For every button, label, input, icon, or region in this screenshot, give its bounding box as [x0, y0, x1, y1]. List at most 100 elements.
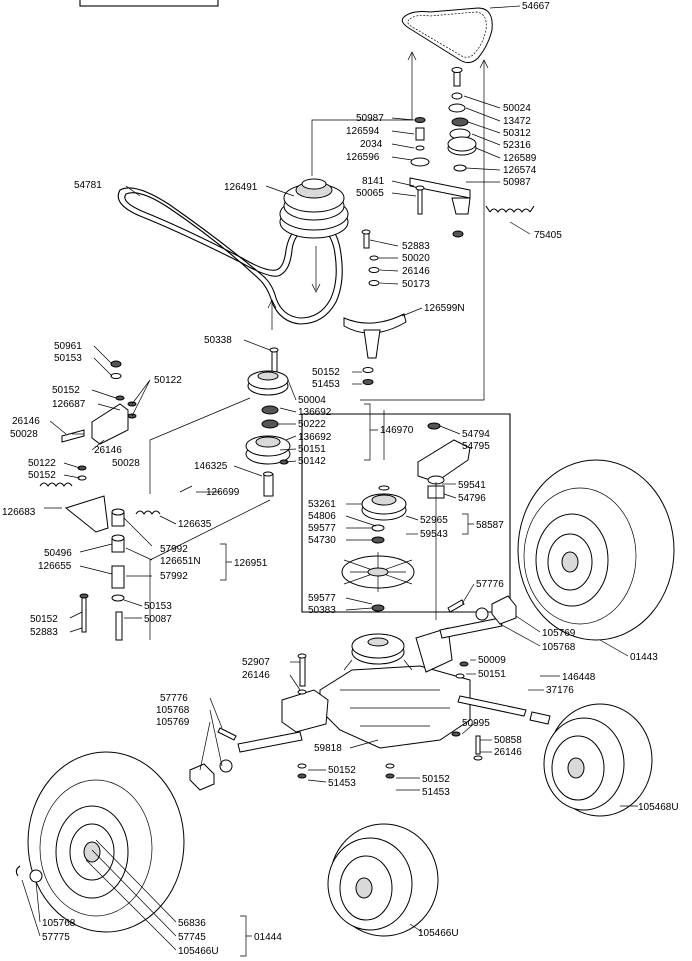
- label-59577-b: 59577: [308, 593, 336, 604]
- belt-54781: [117, 187, 343, 325]
- label-26146-transaxle-right: 26146: [494, 747, 522, 758]
- label-37176: 37176: [546, 685, 574, 696]
- label-01443: 01443: [630, 652, 658, 663]
- fan-54730: [341, 552, 415, 592]
- leader-lines: [21, 5, 638, 957]
- label-105768-bottom: 105768: [42, 918, 76, 929]
- label-146448: 146448: [562, 672, 596, 683]
- label-136692-b: 136692: [298, 432, 332, 443]
- label-50152-center: 50152: [312, 367, 340, 378]
- label-105768-left: 105768: [156, 705, 190, 716]
- label-50858: 50858: [494, 735, 522, 746]
- label-126596: 126596: [346, 152, 380, 163]
- label-50152-trans-right: 50152: [422, 774, 450, 785]
- label-75405: 75405: [534, 230, 562, 241]
- label-8141: 8141: [362, 176, 385, 187]
- label-57745: 57745: [178, 932, 206, 943]
- label-50153-left: 50153: [54, 353, 82, 364]
- label-52965: 52965: [420, 515, 448, 526]
- label-105769-left: 105769: [156, 717, 190, 728]
- label-50122-right: 50122: [154, 375, 182, 386]
- label-126635: 126635: [178, 519, 212, 530]
- label-54795: 54795: [462, 441, 490, 452]
- label-56836: 56836: [178, 918, 206, 929]
- label-52907: 52907: [242, 657, 270, 668]
- tire-01444: [15, 751, 185, 933]
- label-54781: 54781: [74, 180, 102, 191]
- wheel-105466U-bottom: [327, 823, 439, 937]
- center-bolt-stack: [343, 229, 407, 385]
- label-26146-left: 26146: [12, 416, 40, 427]
- label-126491: 126491: [224, 182, 258, 193]
- label-57776-left: 57776: [160, 693, 188, 704]
- pulley-126491: [279, 178, 349, 239]
- left-pulley-stack: [245, 347, 291, 497]
- label-126699: 126699: [206, 487, 240, 498]
- label-126574: 126574: [503, 165, 537, 176]
- label-59818: 59818: [314, 743, 342, 754]
- label-50087: 50087: [144, 614, 172, 625]
- label-54667: 54667: [522, 1, 550, 12]
- label-2034: 2034: [360, 139, 383, 150]
- idler-arm-assembly: [409, 67, 477, 238]
- wheel-105468U: [543, 703, 653, 817]
- label-50987-right: 50987: [503, 177, 531, 188]
- label-57992-b: 57992: [160, 571, 188, 582]
- label-01444: 01444: [254, 932, 282, 943]
- label-126594: 126594: [346, 126, 380, 137]
- label-50961: 50961: [54, 341, 82, 352]
- label-50496: 50496: [44, 548, 72, 559]
- label-50338: 50338: [204, 335, 232, 346]
- label-146325: 146325: [194, 461, 228, 472]
- label-50004: 50004: [298, 395, 326, 406]
- label-105466U-bottom: 105466U: [418, 928, 459, 939]
- label-57776-right: 57776: [476, 579, 504, 590]
- label-50153-lower: 50153: [144, 601, 172, 612]
- reference-lines: [149, 51, 489, 640]
- label-50122-left: 50122: [28, 458, 56, 469]
- title-box-fragment: [79, 0, 219, 7]
- label-51453-trans-right: 51453: [422, 787, 450, 798]
- label-26146-transaxle-left: 26146: [242, 670, 270, 681]
- label-52316: 52316: [503, 140, 531, 151]
- label-126589: 126589: [503, 153, 537, 164]
- label-54796: 54796: [458, 493, 486, 504]
- label-50024: 50024: [503, 103, 531, 114]
- label-26146-bracket: 26146: [94, 445, 122, 456]
- left-bracket-assembly: [39, 360, 193, 641]
- label-59541: 59541: [458, 480, 486, 491]
- label-26146-center: 26146: [402, 266, 430, 277]
- label-50152-bracket: 50152: [52, 385, 80, 396]
- label-59577-a: 59577: [308, 523, 336, 534]
- label-50009: 50009: [478, 655, 506, 666]
- label-50995: 50995: [462, 718, 490, 729]
- belt-54667: [401, 7, 493, 64]
- label-50151-right: 50151: [478, 669, 506, 680]
- label-126683: 126683: [2, 507, 36, 518]
- label-50987-left: 50987: [356, 113, 384, 124]
- label-57992-a: 57992: [160, 544, 188, 555]
- label-58587: 58587: [476, 520, 504, 531]
- label-50028-bracket: 50028: [112, 458, 140, 469]
- label-54794: 54794: [462, 429, 490, 440]
- label-50222: 50222: [298, 419, 326, 430]
- label-126951: 126951: [234, 558, 268, 569]
- label-50152-bracket-low: 50152: [28, 470, 56, 481]
- label-52883-top: 52883: [402, 241, 430, 252]
- label-126599N: 126599N: [424, 303, 465, 314]
- label-136692-a: 136692: [298, 407, 332, 418]
- label-50151-left: 50151: [298, 444, 326, 455]
- spring-75405: [485, 205, 535, 213]
- lever-54795: [417, 422, 471, 499]
- label-57775: 57775: [42, 932, 70, 943]
- label-51453-trans-left: 51453: [328, 778, 356, 789]
- label-105768-right: 105768: [542, 642, 576, 653]
- label-126687: 126687: [52, 399, 86, 410]
- pulley-53261: [361, 485, 407, 612]
- label-50028-left: 50028: [10, 429, 38, 440]
- label-50173: 50173: [402, 279, 430, 290]
- label-59543: 59543: [420, 529, 448, 540]
- transaxle-housing: [237, 617, 551, 779]
